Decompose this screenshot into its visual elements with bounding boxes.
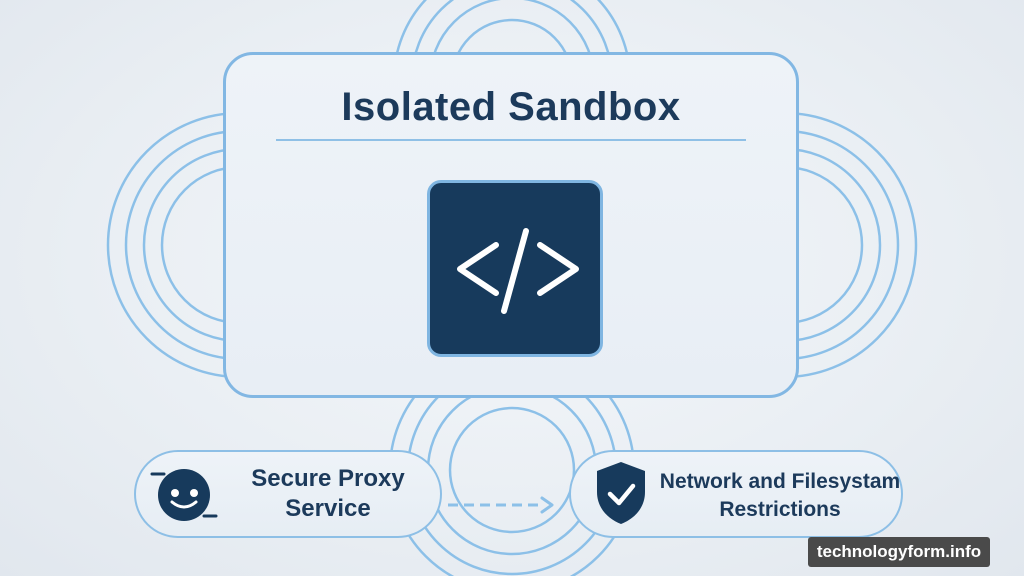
restrictions-label: Network and Filesystam Restrictions — [659, 470, 901, 521]
watermark: technologyform.info — [808, 537, 990, 567]
shield-check-icon — [597, 462, 645, 524]
dashed-arrow — [448, 496, 554, 514]
sandbox-card: Isolated Sandbox — [223, 52, 799, 398]
code-tile — [427, 180, 603, 357]
title-divider — [276, 139, 746, 141]
network-filesystem-restrictions: Network and Filesystam Restrictions — [569, 450, 903, 538]
secure-proxy-service: Secure Proxy Service — [134, 450, 442, 538]
proxy-face-icon — [150, 469, 218, 521]
code-brackets-icon — [457, 228, 579, 314]
proxy-label: Secure Proxy Service — [251, 465, 405, 522]
sandbox-title: Isolated Sandbox — [341, 85, 681, 129]
